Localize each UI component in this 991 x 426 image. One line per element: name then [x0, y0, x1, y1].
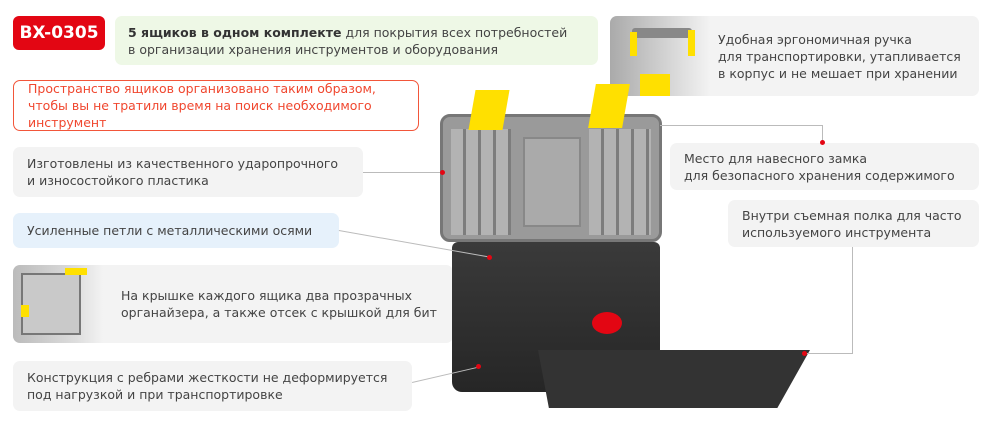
plastic-line1: Изготовлены из качественного ударопрочно… — [27, 156, 339, 171]
plastic-line2: и износостойкого пластика — [27, 173, 209, 188]
ribs-line1: Конструкция с ребрами жесткости не дефор… — [27, 370, 388, 385]
organizers-line1: На крышке каждого ящика два прозрачных — [121, 288, 413, 303]
handle-line1: Удобная эргономичная ручка — [718, 31, 912, 47]
toolbox-photo — [430, 82, 820, 412]
highlight-line1: Пространство ящиков организовано таким о… — [28, 81, 376, 96]
hinges-line1: Усиленные петли с металлическими осями — [27, 223, 313, 238]
headline-rest: для покрытия всех потребностей — [341, 24, 568, 40]
headline-bold: 5 ящиков в одном комплекте — [128, 24, 342, 40]
pointer-dot — [487, 255, 492, 260]
pointer-dot — [440, 170, 445, 175]
toolbox-lid — [440, 114, 662, 242]
headline-line2: в организации хранения инструментов и об… — [128, 41, 499, 57]
lock-line1: Место для навесного замка — [684, 150, 868, 166]
headline-box: 5 ящиков в одном комплекте для покрытия … — [115, 16, 598, 65]
handle-photo — [610, 16, 710, 96]
lock-line2: для безопасного хранения содержимого — [684, 167, 955, 183]
ribs-line2: под нагрузкой и при транспортировке — [27, 387, 283, 402]
connector-lock — [660, 125, 822, 126]
toolbox-tray — [538, 350, 810, 408]
pointer-dot — [476, 364, 481, 369]
highlight-box: Пространство ящиков организовано таким о… — [13, 80, 419, 131]
organizer-photo — [13, 265, 103, 343]
pointer-dot — [802, 351, 807, 356]
handle-line2: для транспортировки, утапливается — [718, 48, 961, 64]
shelf-line1: Внутри съемная полка для часто — [742, 207, 962, 223]
connector-shelf — [852, 247, 853, 353]
connector-plastic — [363, 172, 443, 173]
feature-ribs: Конструкция с ребрами жесткости не дефор… — [13, 361, 412, 411]
highlight-line2: чтобы вы не тратили время на поиск необх… — [28, 98, 372, 130]
model-badge: BX-0305 — [13, 16, 105, 50]
latch-left — [468, 90, 510, 130]
feature-plastic: Изготовлены из качественного ударопрочно… — [13, 147, 363, 197]
shelf-line2: используемого инструмента — [742, 224, 932, 240]
organizers-line2: органайзера, а также отсек с крышкой для… — [121, 305, 437, 320]
handle-line3: в корпус и не мешает при хранении — [718, 65, 958, 81]
feature-hinges: Усиленные петли с металлическими осями — [13, 213, 339, 248]
pointer-dot — [820, 140, 825, 145]
